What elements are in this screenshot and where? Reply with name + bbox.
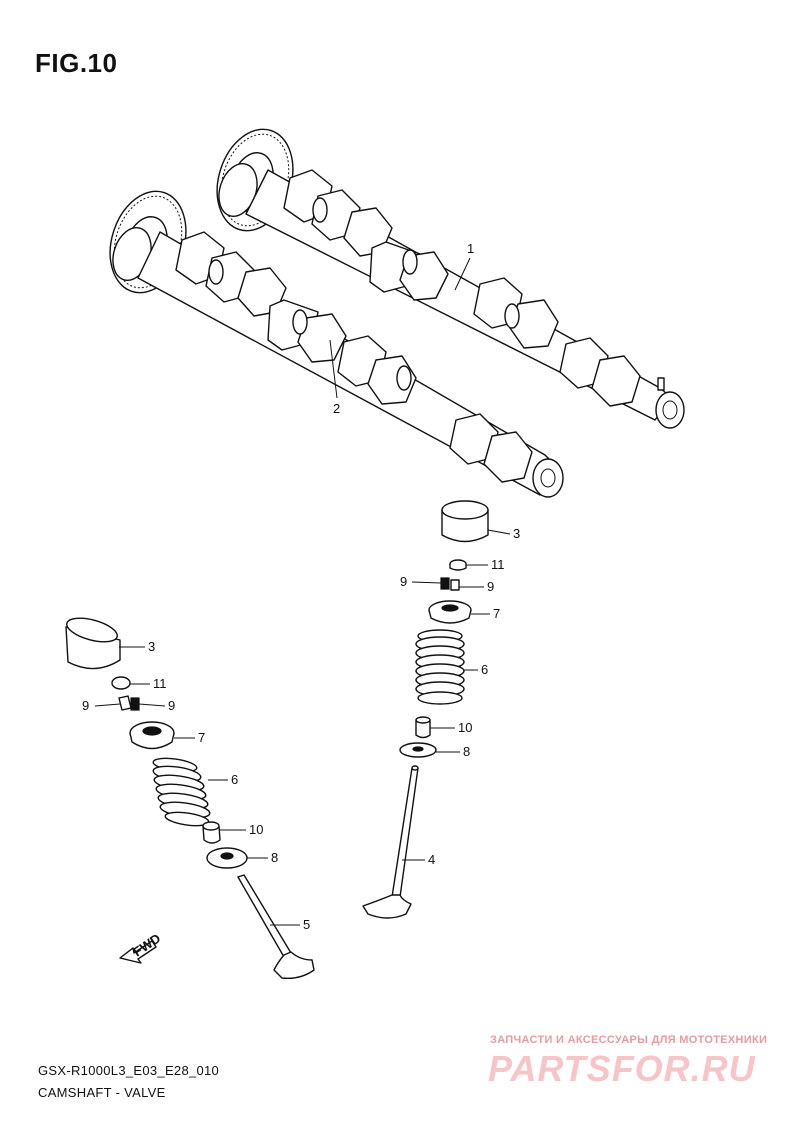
seal-right (415, 716, 431, 739)
callout-3-left: 3 (148, 639, 155, 654)
washer-left (206, 847, 248, 869)
callout-8-left: 8 (271, 850, 278, 865)
tappet-left (65, 617, 121, 670)
shim-left (111, 676, 131, 690)
cam-lobes-1 (283, 169, 641, 407)
callout-2: 2 (333, 401, 340, 416)
model-code: GSX-R1000L3_E03_E28_010 (38, 1063, 220, 1078)
figure-title: FIG.10 (35, 48, 118, 78)
callout-9b-left: 9 (168, 698, 175, 713)
cam-lobes-2 (175, 231, 533, 483)
shim-right (449, 559, 467, 571)
spring-left (152, 757, 211, 827)
callout-9a-left: 9 (82, 698, 89, 713)
callout-10-right: 10 (458, 720, 472, 735)
retainer-left (129, 721, 175, 750)
callout-4: 4 (428, 852, 435, 867)
camshaft-1 (216, 128, 685, 429)
callout-6-left: 6 (231, 772, 238, 787)
callout-8-right: 8 (463, 744, 470, 759)
callout-11-right: 11 (491, 557, 505, 572)
callout-labels: 1 2 3 11 9 9 7 6 10 8 4 3 11 9 9 7 6 10 … (82, 241, 520, 932)
camshaft-2 (109, 190, 564, 498)
callout-9b-right: 9 (487, 579, 494, 594)
retainer-right (428, 600, 472, 624)
fwd-arrow-icon: FWD (119, 930, 163, 964)
watermark-tagline: ЗАПЧАСТИ И АКСЕССУАРЫ ДЛЯ МОТОТЕХНИКИ (490, 1034, 768, 1046)
leader-lines (94, 257, 511, 926)
valve-exhaust (237, 874, 315, 980)
callout-6-right: 6 (481, 662, 488, 677)
callout-7-right: 7 (493, 606, 500, 621)
valve-intake (362, 765, 419, 919)
callout-5: 5 (303, 917, 310, 932)
watermark-logo: PARTSFOR.RU (488, 1048, 756, 1089)
diagram-caption: CAMSHAFT - VALVE (38, 1085, 166, 1100)
callout-10-left: 10 (249, 822, 263, 837)
cotters-left (118, 695, 140, 711)
callout-3-right: 3 (513, 526, 520, 541)
tappet-right (441, 500, 489, 543)
fwd-label: FWD (130, 930, 163, 959)
spring-right (415, 629, 465, 705)
callout-7-left: 7 (198, 730, 205, 745)
callout-11-left: 11 (153, 676, 167, 691)
washer-right (399, 742, 437, 758)
callout-1: 1 (467, 241, 474, 256)
cotters-right (440, 577, 460, 591)
seal-left (202, 821, 221, 844)
callout-9a-right: 9 (400, 574, 407, 589)
